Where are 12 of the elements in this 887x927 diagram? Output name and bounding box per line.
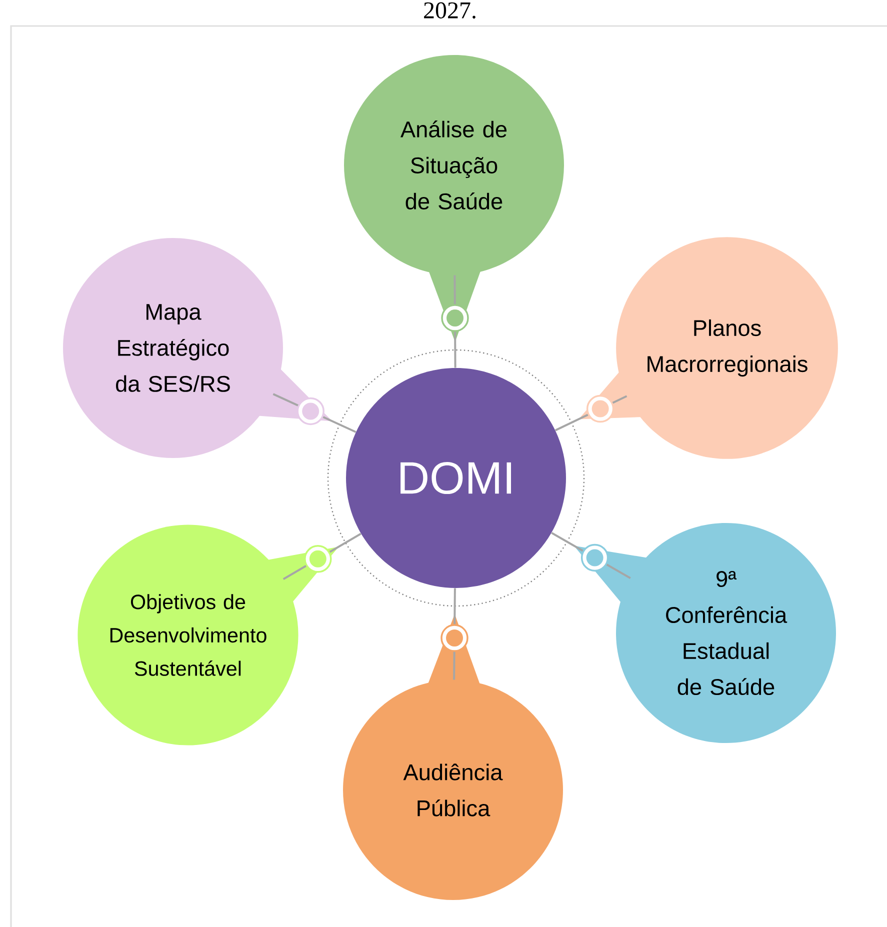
connector-line: [282, 532, 362, 580]
connector-line: [551, 532, 631, 579]
speech-bubble: Objetivos de Desenvolvimento Sustentável: [78, 524, 339, 746]
caption-text: 2027.: [424, 2, 476, 19]
speech-bubble: Planos Macrorregionais: [578, 237, 838, 459]
speech-bubble: Análise de Situação de Saúde: [344, 55, 564, 342]
connector-line: [272, 393, 356, 433]
speech-bubble: Mapa Estratégico da SES/RS: [63, 238, 332, 458]
connector-line: [453, 588, 456, 680]
speech-bubble: 9ª Conferência Estadual de Saúde: [574, 523, 836, 743]
connector-line: [454, 275, 456, 368]
speech-bubble: Audiência Pública: [343, 614, 563, 900]
